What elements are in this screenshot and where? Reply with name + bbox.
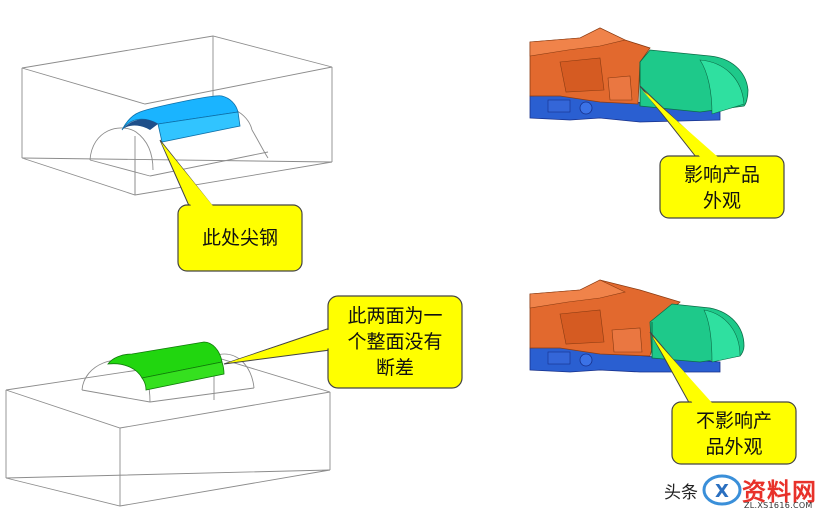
- callout-line: 此两面为一: [347, 305, 443, 327]
- callout-no-effect: [649, 331, 797, 465]
- callout-line: 外观: [702, 190, 741, 212]
- callout-line: 不影响产: [695, 410, 772, 432]
- callout-line: 个整面没有: [347, 331, 443, 353]
- svg-text:X: X: [715, 481, 729, 502]
- callout-no-effect-text: 不影响产 品外观: [672, 408, 796, 460]
- callout-affects-appearance: [639, 85, 785, 219]
- sharp-steel-face: [121, 95, 241, 143]
- watermark-logo-icon: X: [702, 474, 742, 506]
- callout-sharp-steel-text: 此处尖钢: [178, 225, 302, 251]
- watermark-brand: 资料网: [742, 478, 817, 506]
- top-right-part: [529, 27, 749, 123]
- callout-affects-appearance-text: 影响产品 外观: [660, 162, 784, 214]
- callout-line: 影响产品: [683, 164, 760, 186]
- callout-line: 此处尖钢: [201, 227, 278, 249]
- callout-one-surface-text: 此两面为一 个整面没有 断差: [328, 303, 462, 381]
- callout-one-surface: [223, 295, 463, 389]
- callout-sharp-steel: [159, 139, 303, 272]
- watermark-left-text: 头条: [664, 483, 698, 503]
- callout-line: 品外观: [705, 436, 763, 458]
- callout-line: 断差: [375, 357, 414, 379]
- bottom-right-part: [529, 279, 745, 373]
- full-surface-face: [107, 341, 225, 391]
- watermark-url: ZL.XS1616.COM: [744, 501, 813, 510]
